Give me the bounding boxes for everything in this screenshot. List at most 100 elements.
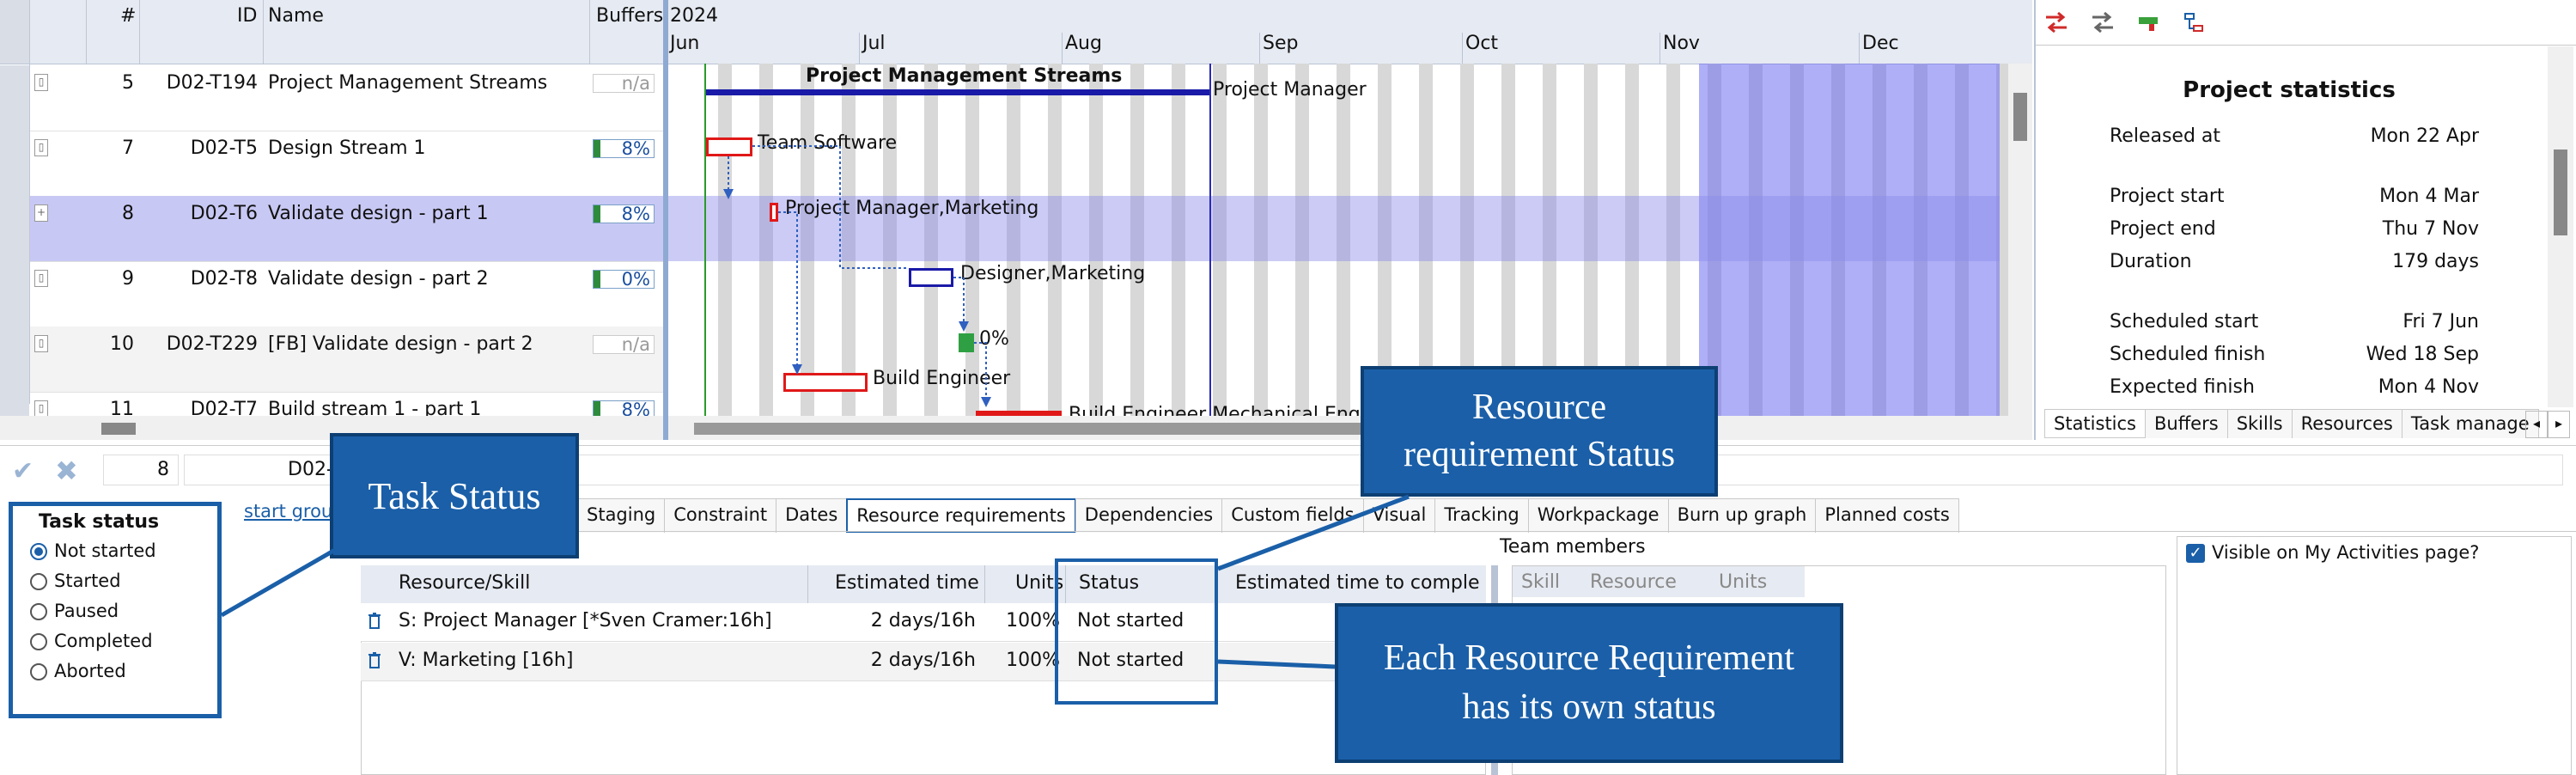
stat-value: Mon 4 Nov xyxy=(2378,376,2479,398)
task-bar-12-label: Build Engineer,Mechanical Engineer xyxy=(1069,404,1409,416)
task-bar-11[interactable] xyxy=(783,373,868,392)
radio-icon[interactable] xyxy=(30,573,47,590)
stats-tab-skills[interactable]: Skills xyxy=(2226,409,2293,438)
team-header: Skill Resource Units xyxy=(1513,566,2165,601)
tab-tracking[interactable]: Tracking xyxy=(1434,498,1529,533)
stats-title: Project statistics xyxy=(2183,77,2396,103)
confirm-check-icon[interactable]: ✔ xyxy=(12,456,34,486)
team-col-resource[interactable]: Resource xyxy=(1590,571,1677,593)
task-doc-icon: ▯ xyxy=(34,400,48,418)
tabs-scroll-left-icon[interactable]: ◂ xyxy=(2525,411,2548,438)
summary-bar[interactable] xyxy=(706,89,1209,95)
stats-tab-task-manage[interactable]: Task manage xyxy=(2401,409,2539,438)
rr-status[interactable]: Not started xyxy=(1077,610,1184,632)
buffer-value: n/a xyxy=(621,73,650,94)
col-header-buffers[interactable]: Buffers xyxy=(596,5,664,27)
buffer-value: 8% xyxy=(621,400,650,420)
tab-burn-up-graph[interactable]: Burn up graph xyxy=(1667,498,1817,533)
status-radio-not-started[interactable]: Not started xyxy=(30,540,156,561)
status-radio-paused[interactable]: Paused xyxy=(30,601,119,621)
cancel-x-icon[interactable]: ✖ xyxy=(55,455,78,487)
weekend-stripe xyxy=(965,64,979,416)
buffer-value: 8% xyxy=(621,204,650,224)
row-name: Design Stream 1 xyxy=(268,137,426,159)
task-bar-9[interactable] xyxy=(909,268,953,287)
rr-status[interactable]: Not started xyxy=(1077,650,1184,671)
stats-tab-statistics[interactable]: Statistics xyxy=(2044,409,2146,438)
gantt-vscroll-thumb[interactable] xyxy=(2013,93,2027,141)
stat-value: 179 days xyxy=(2392,251,2479,272)
gantt-vertical-scrollbar[interactable] xyxy=(2008,64,2032,416)
month-label: Jun xyxy=(670,33,700,54)
tab-resource-requirements[interactable]: Resource requirements xyxy=(846,498,1076,533)
buffer-value: n/a xyxy=(621,334,650,355)
tab-workpackage[interactable]: Workpackage xyxy=(1527,498,1669,533)
weekend-stripe xyxy=(1089,64,1103,416)
task-bar-8-label: Project Manager,Marketing xyxy=(785,198,1039,219)
rr-col-status[interactable]: Status xyxy=(1079,572,1140,594)
buffer-value: 8% xyxy=(621,138,650,159)
weekend-stripe xyxy=(924,64,938,416)
start-group-link[interactable]: start grou xyxy=(244,501,333,522)
trash-icon[interactable] xyxy=(368,612,381,629)
callout-rr-status-line2: requirement Status xyxy=(1403,435,1676,474)
swap-gray-icon[interactable] xyxy=(2091,11,2115,34)
task-bar-8[interactable] xyxy=(770,203,778,222)
col-header-name[interactable]: Name xyxy=(268,5,324,27)
task-number-field[interactable]: 8 xyxy=(103,455,179,485)
task-bar-7-label: Team Software xyxy=(758,132,898,154)
team-col-skill[interactable]: Skill xyxy=(1521,571,1561,593)
rr-col-skill[interactable]: Resource/Skill xyxy=(399,572,531,594)
stats-vertical-scrollbar[interactable] xyxy=(2548,46,2573,407)
status-radio-completed[interactable]: Completed xyxy=(30,631,153,651)
stats-tab-buffers[interactable]: Buffers xyxy=(2145,409,2228,438)
callout-task-status: Task Status xyxy=(330,433,579,558)
swap-red-icon[interactable] xyxy=(2044,11,2068,34)
filter-icon[interactable] xyxy=(2137,12,2161,33)
radio-icon[interactable] xyxy=(30,663,47,680)
rr-est: 2 days/16h xyxy=(870,650,976,671)
rr-col-est[interactable]: Estimated time xyxy=(835,572,979,594)
col-header-num[interactable]: # xyxy=(120,5,137,27)
task-bar-12[interactable] xyxy=(976,411,1062,416)
rr-col-etc[interactable]: Estimated time to comple xyxy=(1235,572,1480,594)
trash-icon[interactable] xyxy=(368,651,381,668)
tab-staging[interactable]: Staging xyxy=(577,498,666,533)
status-radio-aborted[interactable]: Aborted xyxy=(30,661,126,681)
stats-tab-resources[interactable]: Resources xyxy=(2291,409,2402,438)
task-bar-9-label: Designer,Marketing xyxy=(960,263,1146,284)
scroll-thumb[interactable] xyxy=(101,423,136,435)
tab-dependencies[interactable]: Dependencies xyxy=(1075,498,1223,533)
tab-custom-fields[interactable]: Custom fields xyxy=(1221,498,1364,533)
tab-constraint[interactable]: Constraint xyxy=(664,498,777,533)
tab-visual[interactable]: Visual xyxy=(1362,498,1436,533)
rr-units: 100% xyxy=(1006,610,1060,632)
tab-planned-costs[interactable]: Planned costs xyxy=(1815,498,1959,533)
tabs-scroll-right-icon[interactable]: ▸ xyxy=(2548,411,2570,438)
col-header-id[interactable]: ID xyxy=(237,5,258,27)
team-col-units[interactable]: Units xyxy=(1719,571,1768,593)
weekend-stripe xyxy=(1996,64,2010,416)
visible-checkbox[interactable]: ✓ xyxy=(2186,544,2205,563)
gantt-horizontal-scrollbar[interactable] xyxy=(668,416,2032,440)
radio-icon[interactable] xyxy=(30,633,47,650)
tab-dates[interactable]: Dates xyxy=(776,498,848,533)
status-radio-started[interactable]: Started xyxy=(30,571,121,591)
task-bar-7[interactable] xyxy=(706,137,752,156)
radio-icon[interactable] xyxy=(30,603,47,620)
task-bar-10[interactable] xyxy=(959,333,974,352)
rr-row[interactable]: S: Project Manager [*Sven Cramer:16h]2 d… xyxy=(361,603,1473,642)
radio-icon[interactable] xyxy=(30,543,47,560)
stats-scroll-thumb[interactable] xyxy=(2554,150,2567,235)
gantt-year: 2024 xyxy=(670,5,718,27)
hierarchy-icon[interactable] xyxy=(2183,12,2208,33)
